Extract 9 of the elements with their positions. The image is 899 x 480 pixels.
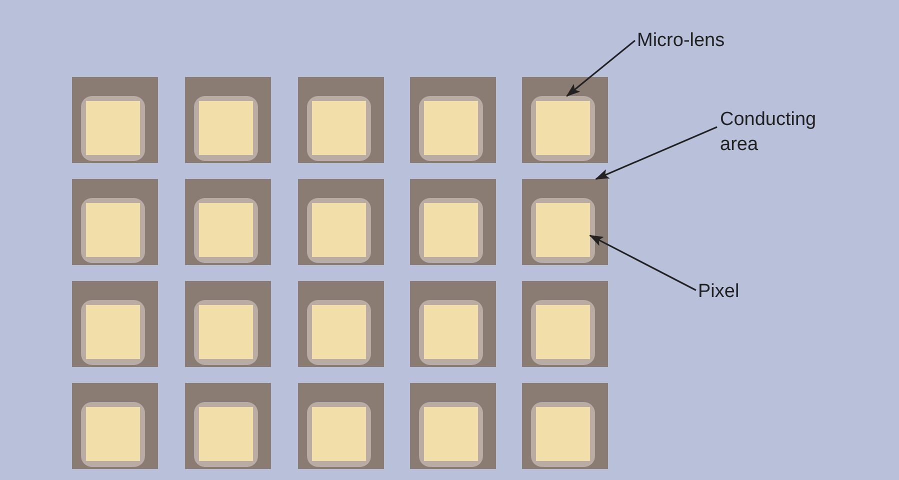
leader-line — [595, 126, 718, 180]
micro-lens — [531, 96, 595, 161]
leader-line — [589, 234, 696, 291]
leader-line — [566, 40, 636, 97]
pixel-square — [536, 203, 590, 257]
callout-label: Conducting area — [720, 107, 840, 157]
callout-label: Micro-lens — [637, 28, 837, 53]
conducting-area — [522, 179, 608, 265]
callout-label: Pixel — [698, 279, 798, 304]
